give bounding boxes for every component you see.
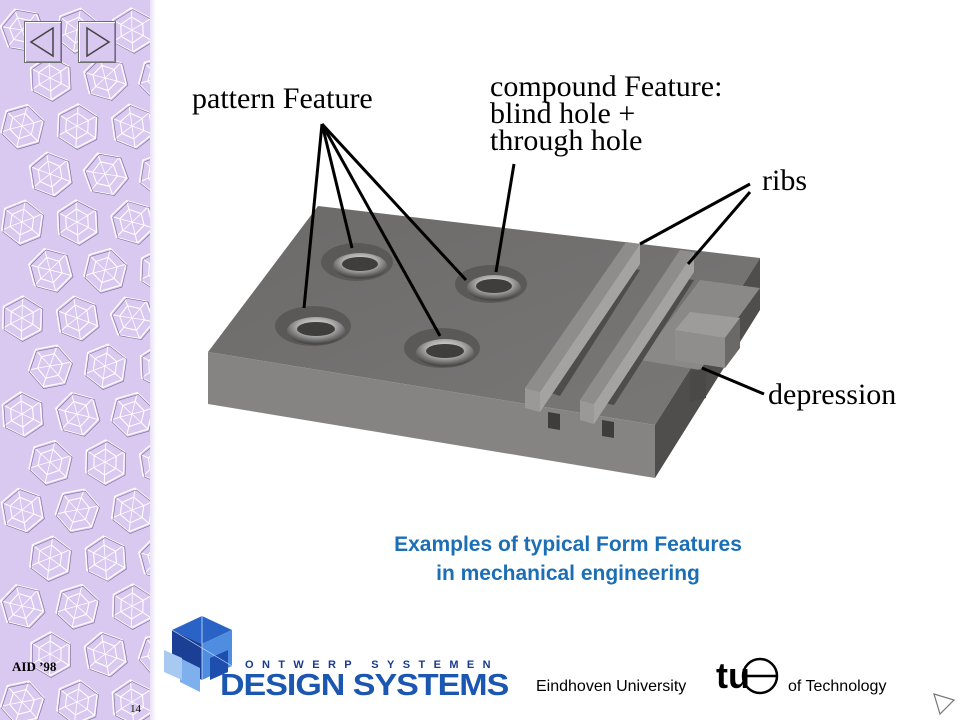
university-name-right: of Technology <box>788 678 887 695</box>
previous-slide-button[interactable] <box>24 21 62 63</box>
rib-1-top <box>525 242 640 392</box>
figure-caption: Examples of typical Form Features in mec… <box>268 530 868 588</box>
triangle-right-icon <box>86 26 111 58</box>
sidebar-edge <box>150 0 156 720</box>
pointer-arrow-icon <box>933 693 956 716</box>
hole-1 <box>321 243 393 281</box>
rib-1-front <box>525 388 540 412</box>
next-slide-button[interactable] <box>78 21 116 63</box>
hole-3 <box>275 306 351 346</box>
compound-feature-label: compound Feature: blind hole + through h… <box>490 70 723 157</box>
pattern-feature-label: pattern Feature <box>192 82 373 115</box>
rib-2-side <box>594 252 694 424</box>
compound-feature-line-2: blind hole + <box>490 97 636 130</box>
hole-4 <box>404 328 480 368</box>
rib-1-side <box>540 244 640 412</box>
decorative-sidebar <box>0 0 150 720</box>
mechanical-part-figure <box>208 122 765 478</box>
caption-line-2: in mechanical engineering <box>436 562 700 585</box>
tue-logo: tu <box>716 655 779 696</box>
rib-2-top <box>580 250 694 404</box>
ribs-label: ribs <box>762 164 807 197</box>
geodesic-pattern-icon <box>0 1 150 720</box>
ds-tagline: ONTWERP SYSTEMEN <box>245 659 499 671</box>
rib-2-front <box>580 400 594 424</box>
design-systems-cube-logo <box>164 616 233 692</box>
university-name-left: Eindhoven University <box>536 678 687 695</box>
triangle-left-icon <box>29 26 54 58</box>
ds-wordmark: DESIGN SYSTEMS <box>220 668 509 703</box>
compound-feature-line-3: through hole <box>490 124 643 157</box>
caption-line-1: Examples of typical Form Features <box>394 533 742 556</box>
hole-2 <box>455 265 527 303</box>
event-label: AID ’98 <box>12 659 57 674</box>
leader-lines <box>302 122 765 396</box>
slide-number: 14 <box>130 703 141 715</box>
depression-label: depression <box>768 378 897 411</box>
plate-front-face <box>208 352 655 478</box>
compound-feature-line-1: compound Feature: <box>490 70 723 103</box>
depression-block <box>675 312 740 338</box>
